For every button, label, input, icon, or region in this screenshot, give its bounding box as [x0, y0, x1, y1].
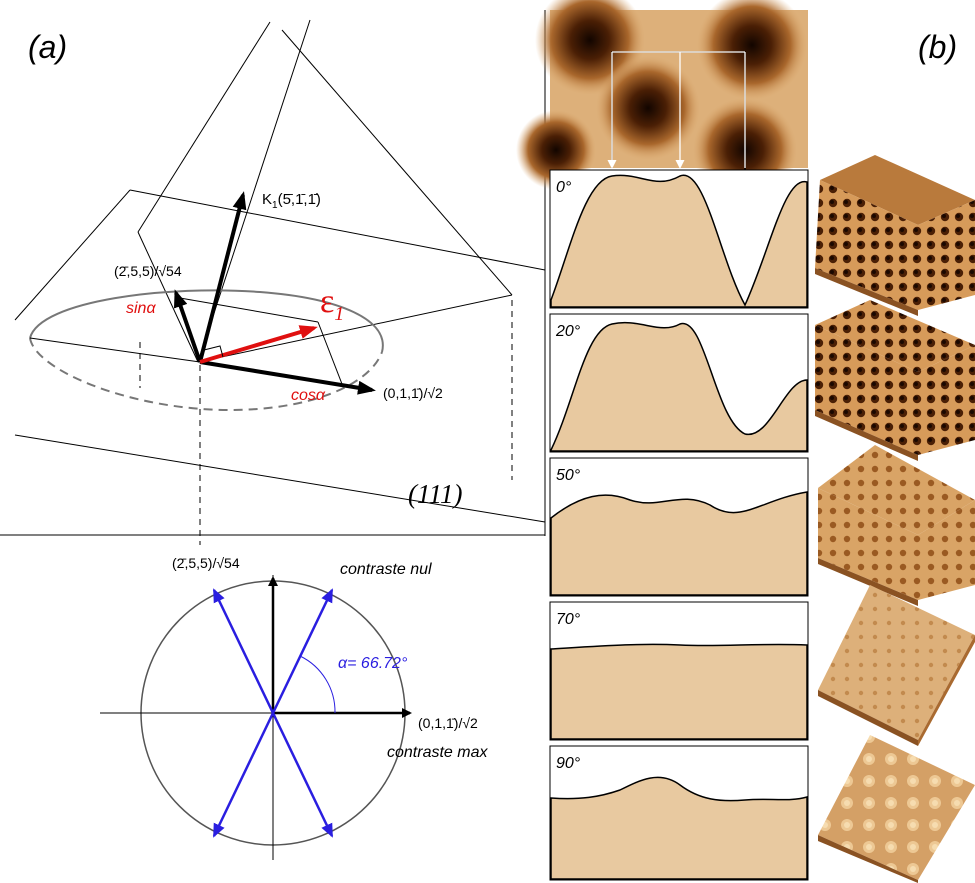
panel-a-label: (a) — [28, 29, 67, 65]
ellipse-dashed — [29, 337, 383, 412]
intensity-map — [516, 0, 808, 278]
profile-20: 20° — [549, 313, 809, 453]
surface-90 — [818, 735, 975, 883]
surface-0 — [815, 155, 975, 316]
contraste-nul-label: contraste nul — [340, 561, 432, 578]
panel-b-label: (b) — [918, 29, 957, 65]
k1-label: K1(5̄,1̄,1̄) — [262, 191, 321, 211]
angle-label: 20° — [555, 323, 581, 340]
profile-70: 70° — [549, 601, 809, 741]
profile-90: 90° — [549, 745, 809, 881]
angle-label: 50° — [556, 467, 581, 484]
plane-label: (111) — [408, 479, 462, 509]
angle-label: 90° — [556, 755, 581, 772]
plane-111 — [0, 189, 546, 536]
right-angle-mark — [203, 345, 224, 358]
surface-20 — [815, 300, 975, 461]
vec-011-label: (0,1,1̄)/√2 — [383, 385, 443, 401]
vec-254-label: (2̄,5,5)/√54 — [114, 263, 182, 279]
profile-0: 0° — [549, 169, 809, 309]
circle-vec-254-label: (2̄,5,5)/√54 — [172, 555, 240, 571]
circle-diagram — [100, 575, 412, 860]
cos-label: cosα — [291, 387, 326, 404]
angle-label: 0° — [556, 179, 572, 196]
projection-lines — [29, 297, 343, 385]
epsilon-arrow — [199, 325, 318, 364]
k1-arrow — [198, 191, 247, 363]
angle-label: 70° — [556, 611, 581, 628]
ellipse-solid — [29, 289, 384, 353]
contraste-max-label: contraste max — [387, 744, 488, 761]
profile-50: 50° — [549, 457, 809, 597]
surface-70 — [818, 585, 975, 746]
surface-50 — [818, 445, 975, 606]
dashed-verticals — [139, 300, 513, 545]
circle-vec-011-label: (0,1,1̄)/√2 — [418, 715, 478, 731]
epsilon-label: ε1 — [320, 283, 344, 325]
alpha-label: α= 66.72° — [338, 655, 408, 672]
vec-254-arrow — [173, 289, 202, 363]
vec-011-arrow — [199, 360, 376, 395]
sin-label: sinα — [126, 300, 156, 317]
